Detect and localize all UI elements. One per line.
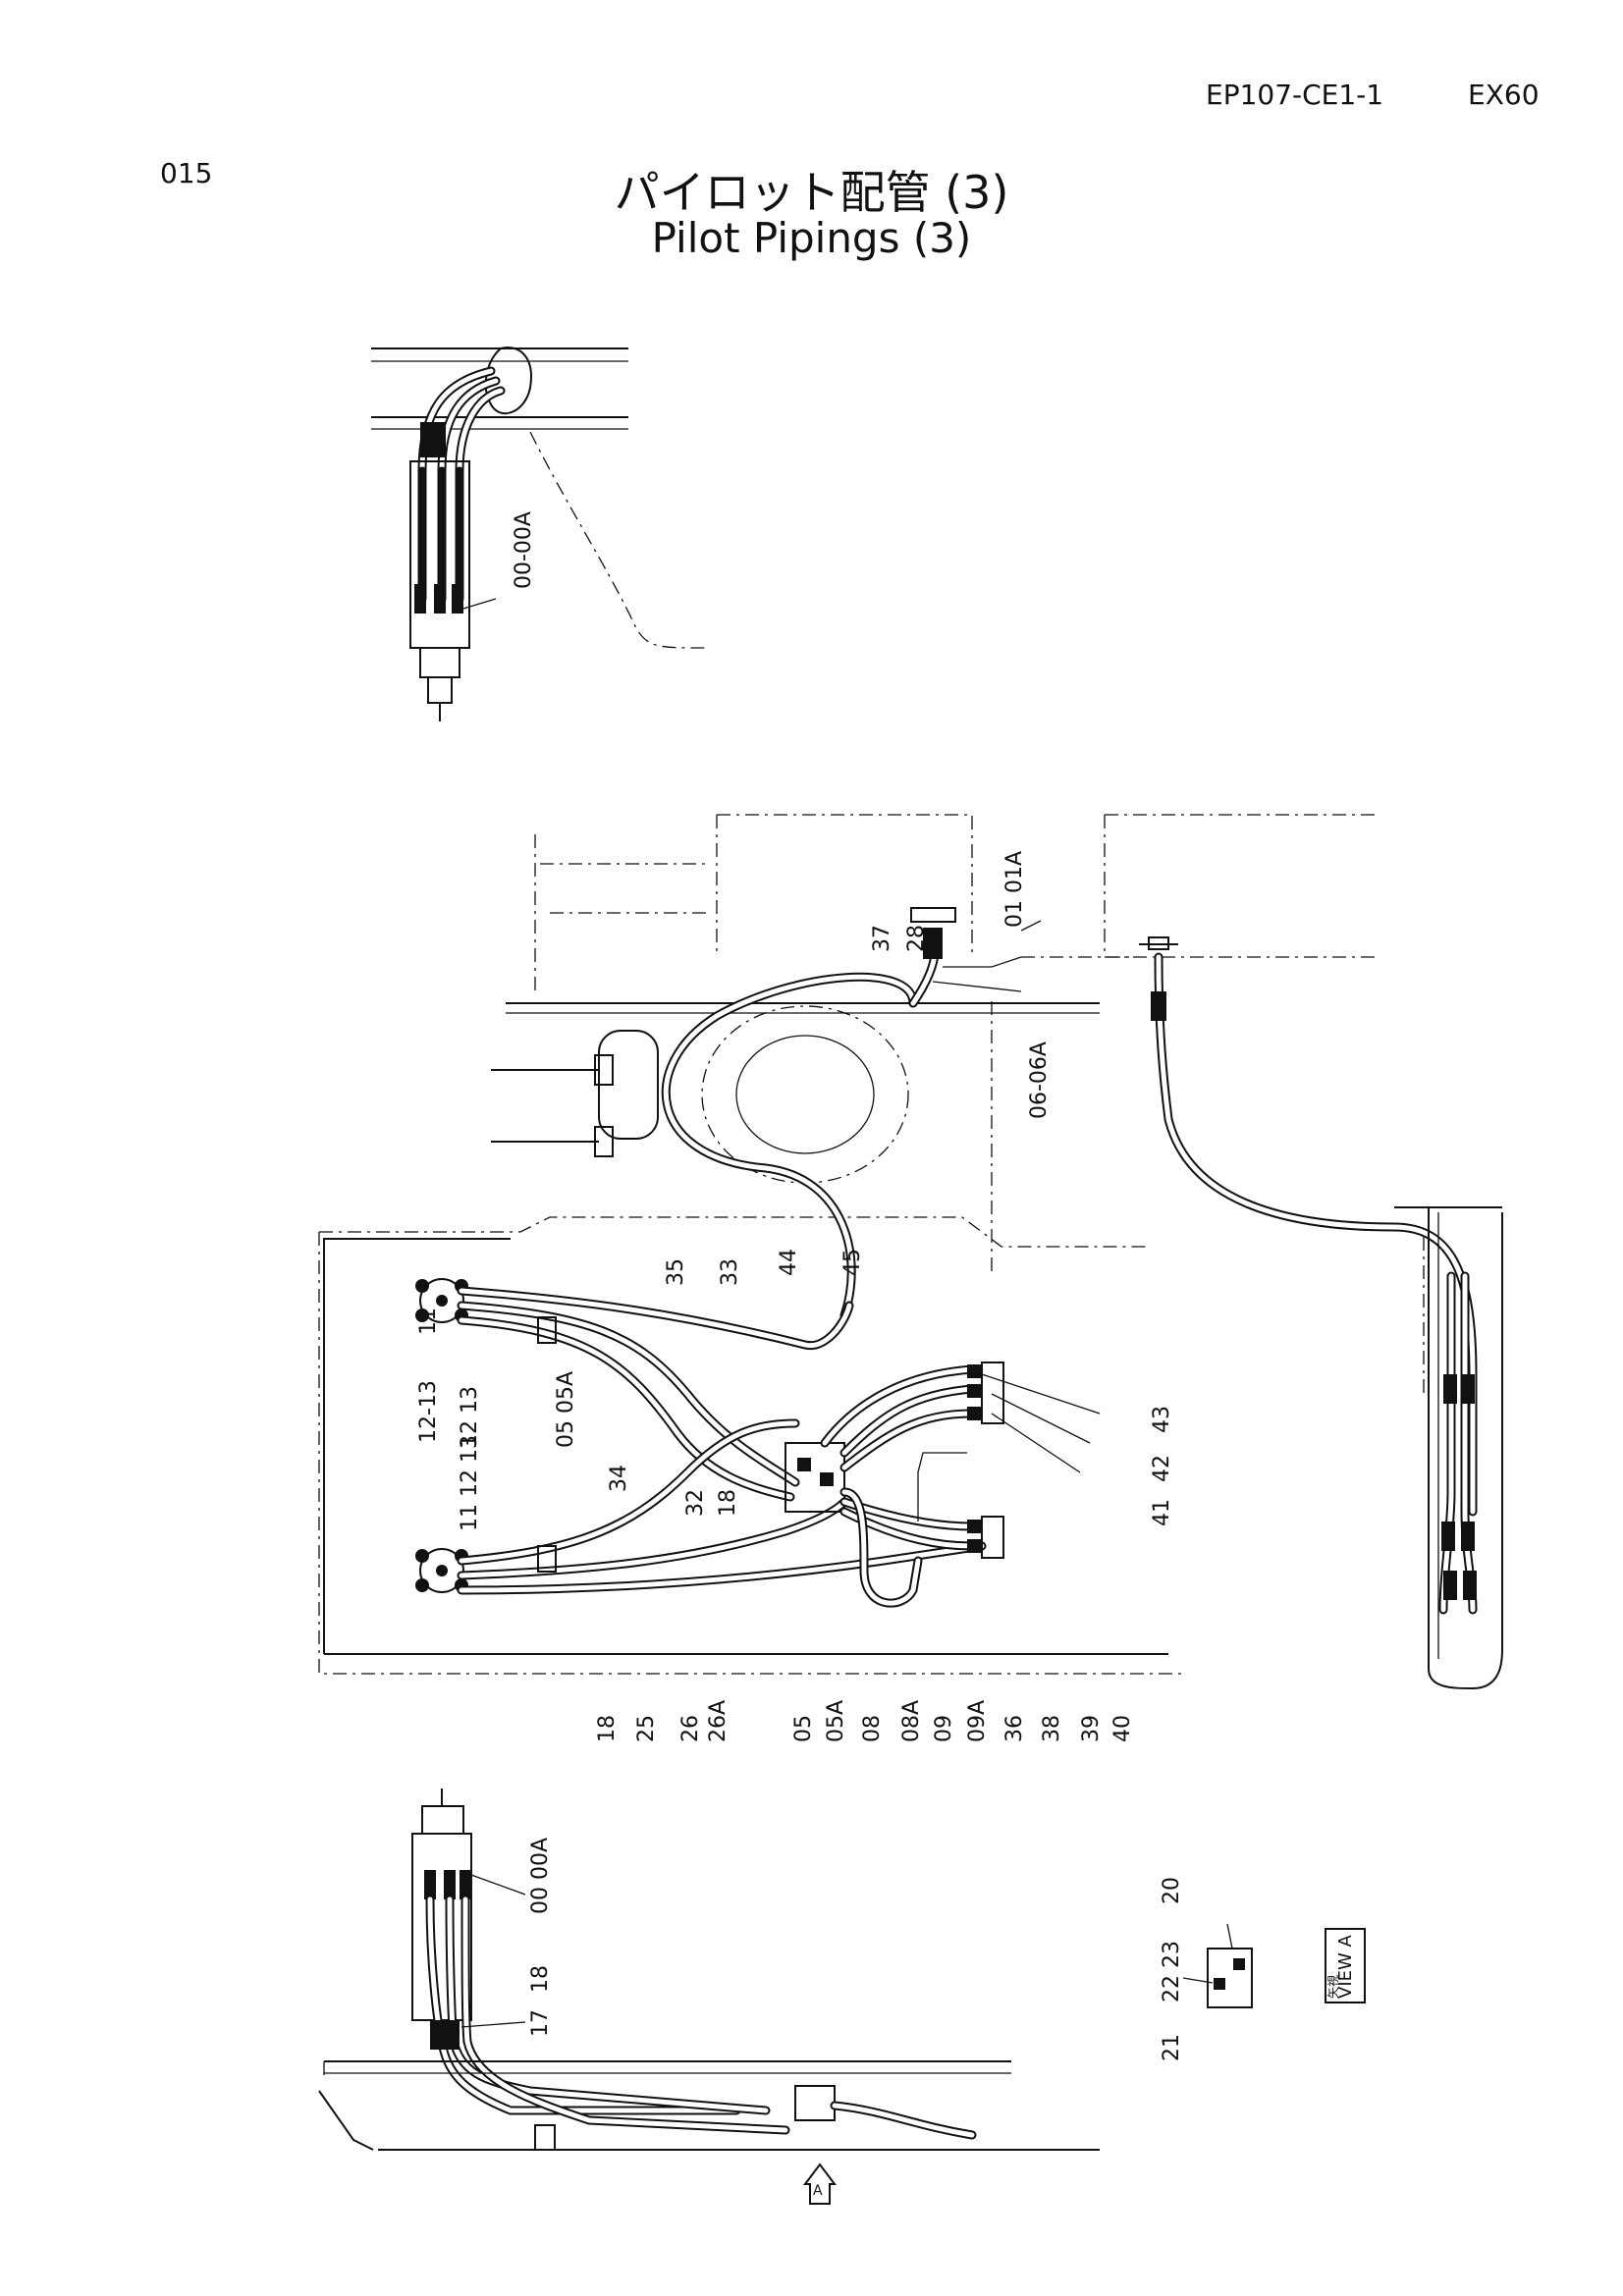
main-callouts-upper: 01 01A 28 37 06-06A 35 33 44 45: [664, 851, 1052, 1286]
callout-37: 37: [870, 925, 894, 952]
callout-12-13-b: 12 13: [458, 1386, 482, 1448]
callout-43: 43: [1150, 1406, 1174, 1433]
callout-36: 36: [1002, 1715, 1027, 1742]
callout-45: 45: [840, 1249, 865, 1276]
view-a-arrow-letter: A: [813, 2183, 823, 2199]
callout-05: 05: [791, 1715, 816, 1742]
main-callouts-right: 43 42 41: [1150, 1406, 1174, 1526]
callout-08a: 08A: [899, 1700, 924, 1742]
lower-view: A: [318, 1789, 1100, 2205]
callout-32: 32: [683, 1489, 708, 1517]
callout-35: 35: [664, 1258, 688, 1286]
top-view: [371, 347, 708, 721]
callout-44: 44: [777, 1249, 801, 1276]
callout-21: 21: [1160, 2034, 1184, 2061]
callout-17: 17: [528, 2009, 553, 2037]
callout-18-a: 18: [716, 1489, 740, 1517]
callout-09: 09: [932, 1715, 956, 1742]
document-code: EP107-CE1-1: [1206, 79, 1384, 111]
callout-26a: 26A: [706, 1700, 730, 1742]
main-callouts-left: 12-13 11 05 05A 12 13 11 12 13 34 32 18: [416, 1308, 740, 1531]
callout-11-a: 11: [416, 1308, 441, 1335]
callout-01-01a: 01 01A: [1002, 851, 1027, 928]
title-english: Pilot Pipings (3): [651, 214, 972, 262]
left-valve-bottom: [415, 1548, 468, 1593]
callout-41: 41: [1150, 1499, 1174, 1526]
left-valve-top: [415, 1278, 468, 1323]
callout-08: 08: [860, 1715, 885, 1742]
lower-view-callouts: 00 00A 18 17: [460, 1838, 553, 2037]
callout-33: 33: [718, 1258, 742, 1286]
callout-20: 20: [1160, 1877, 1184, 1904]
view-a-jp-label: 矢視: [1325, 1975, 1340, 1999]
callout-23: 23: [1160, 1941, 1184, 1968]
right-side-view: [1104, 814, 1503, 1690]
model-name: EX60: [1468, 79, 1540, 111]
callout-00-00a-lower: 00 00A: [528, 1838, 553, 1914]
callout-06-06a: 06-06A: [1027, 1041, 1052, 1119]
page-number: 015: [160, 157, 213, 189]
callout-22: 22: [1160, 1975, 1184, 2002]
main-callouts-bottom: 18 25 26 26A 05 05A 08 08A 09 09A 36 38 …: [595, 1700, 1135, 1742]
callout-00-00a-top: 00-00A: [512, 511, 536, 589]
callout-18-b: 18: [595, 1715, 620, 1742]
main-view: [318, 814, 1183, 1675]
callout-42: 42: [1150, 1455, 1174, 1482]
callout-25: 25: [634, 1715, 659, 1742]
view-a-detail: 20 23 22 21 VIEW A 矢視: [1160, 1877, 1366, 2061]
callout-34: 34: [607, 1465, 631, 1492]
callout-40: 40: [1110, 1715, 1135, 1742]
callout-05a: 05A: [824, 1700, 848, 1742]
callout-26: 26: [678, 1715, 703, 1742]
view-a-label: VIEW A: [1335, 1934, 1356, 1999]
callout-12-13-a: 12-13: [416, 1380, 441, 1443]
callout-39: 39: [1079, 1715, 1104, 1742]
callout-11-12-13: 11 12 13: [458, 1435, 482, 1531]
callout-09a: 09A: [965, 1700, 990, 1742]
callout-38: 38: [1040, 1715, 1064, 1742]
callout-28: 28: [904, 925, 929, 952]
callout-18-lower: 18: [528, 1965, 553, 1993]
title-japanese: パイロット配管 (3): [614, 166, 1009, 219]
callout-05-05a: 05 05A: [554, 1371, 578, 1448]
